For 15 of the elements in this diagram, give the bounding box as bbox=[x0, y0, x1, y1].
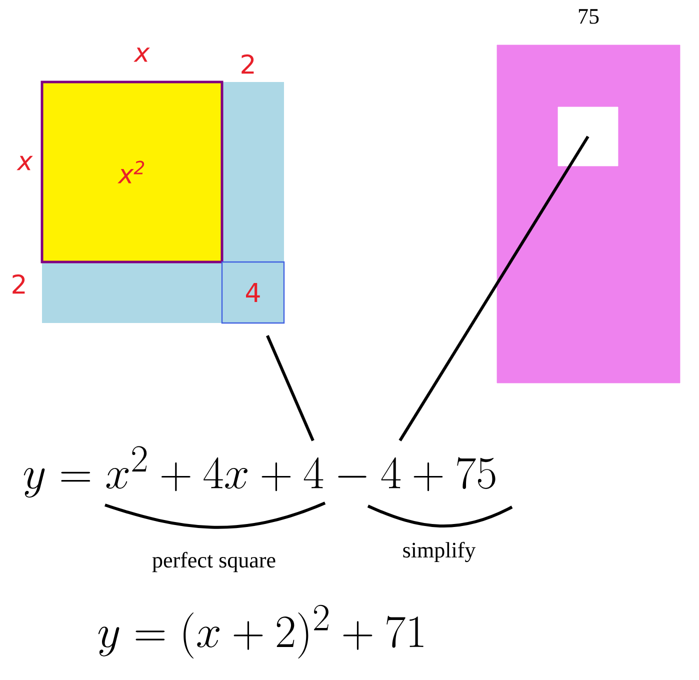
side-label: 2 bbox=[242, 54, 254, 74]
brace-label: perfect square bbox=[152, 552, 276, 572]
side-label: 2 bbox=[12, 274, 25, 294]
leader-line bbox=[398, 136, 590, 442]
side-label: x bbox=[134, 48, 150, 62]
equation: $y = (x + 2)^2 + 71$ bbox=[98, 604, 424, 658]
side-label: x bbox=[16, 156, 33, 170]
rectangle-region bbox=[496, 44, 680, 384]
square-region: x$^{2}$ bbox=[40, 80, 224, 264]
equation: $y = x^2 + 4x + 4 - 4 + 75$ bbox=[24, 446, 496, 498]
brace-label: simplify bbox=[403, 542, 476, 562]
square-region: 4 bbox=[221, 261, 285, 324]
leader-line bbox=[266, 335, 314, 442]
square-region bbox=[558, 106, 618, 166]
value-label: 75 bbox=[578, 9, 599, 24]
